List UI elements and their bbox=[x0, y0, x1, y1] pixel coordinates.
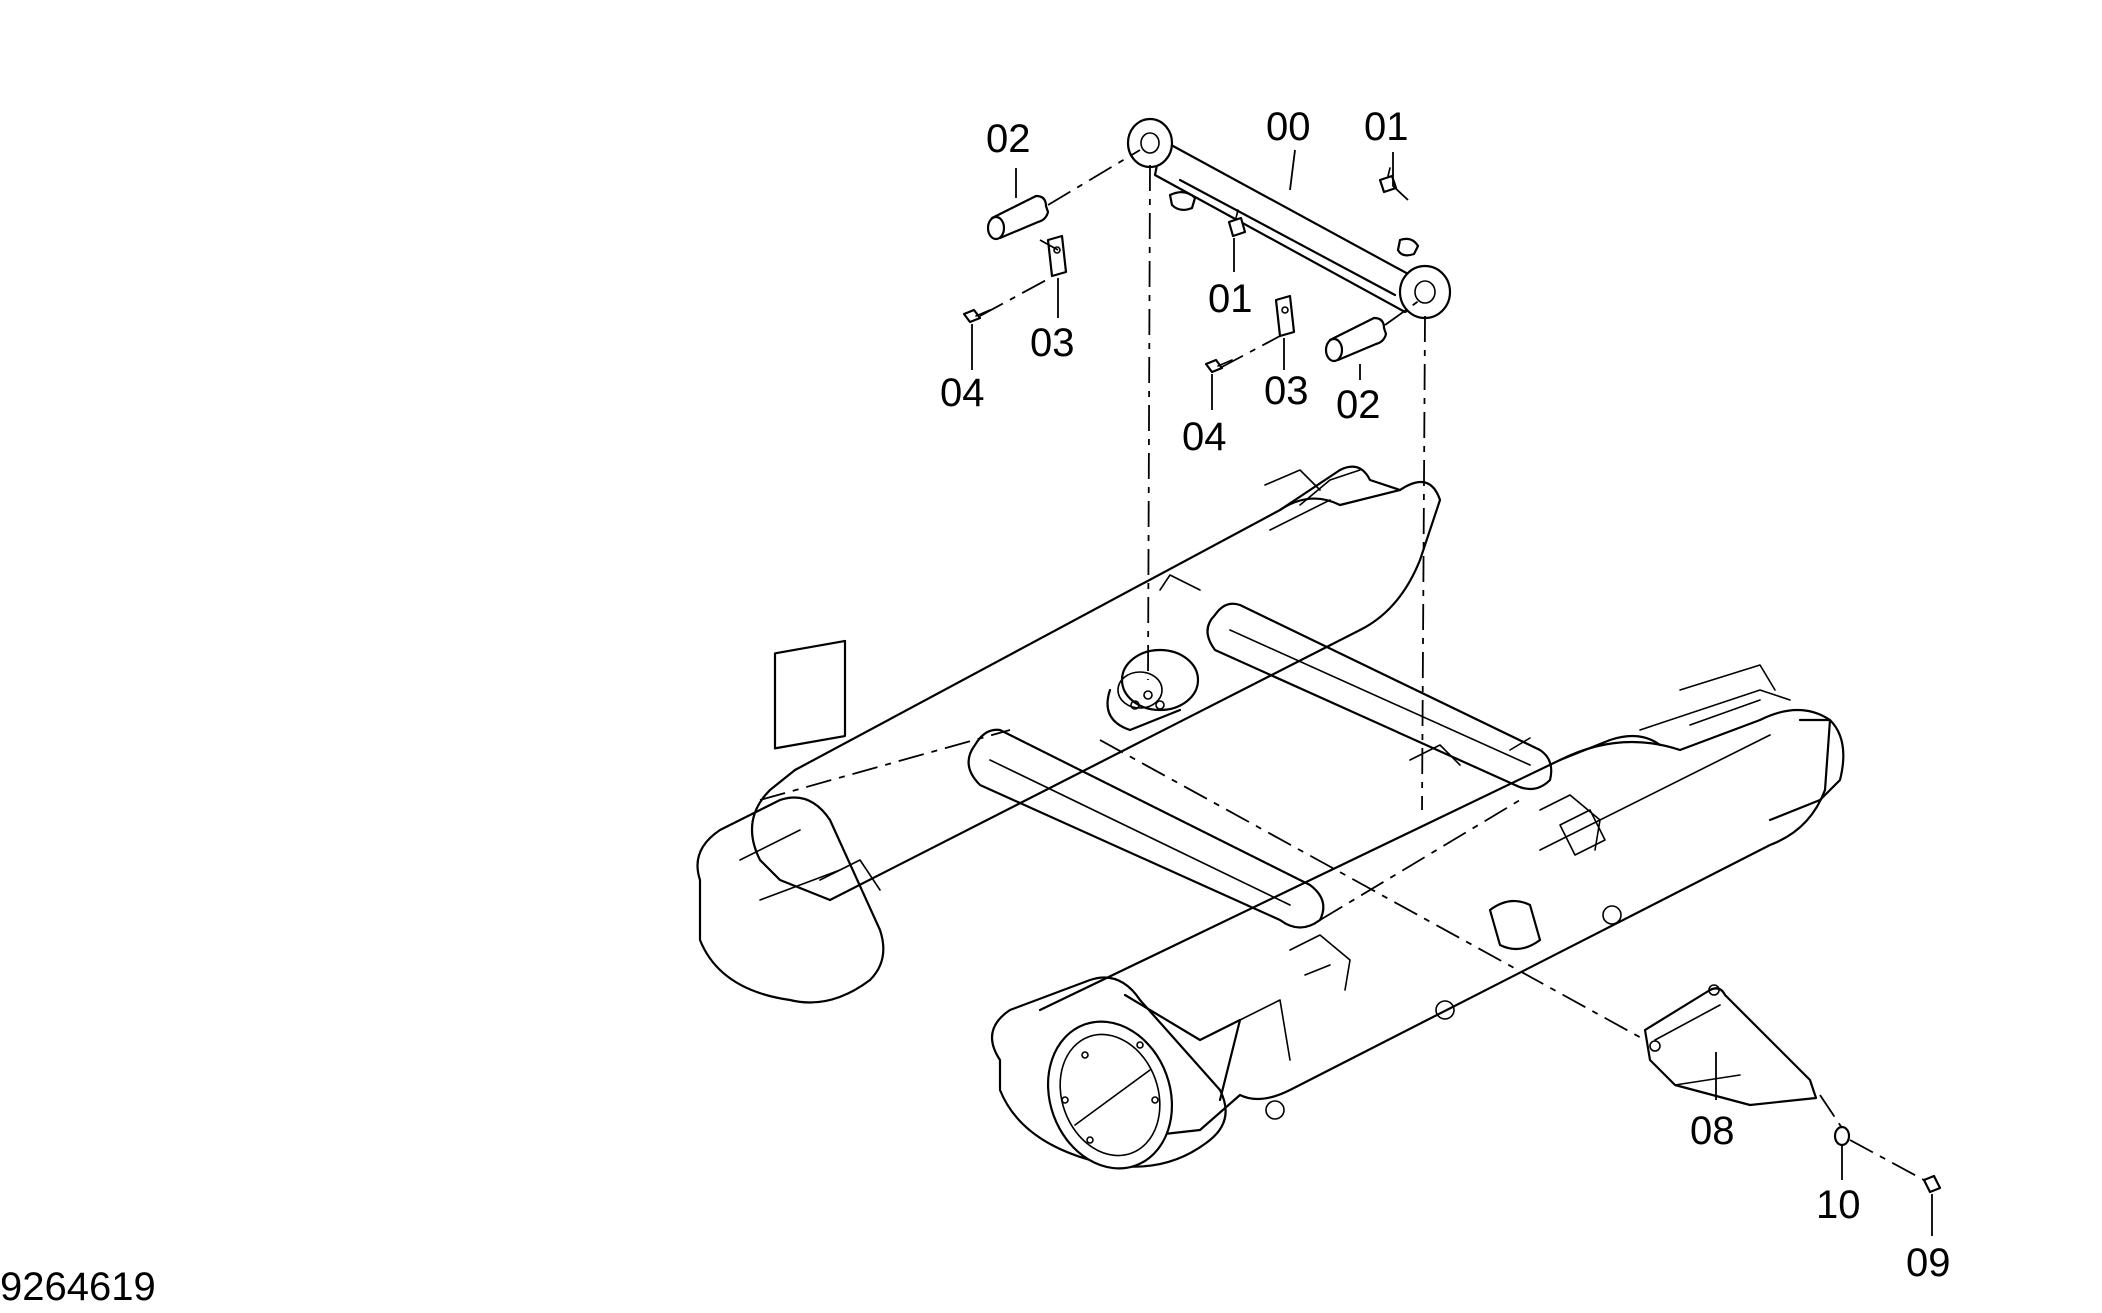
callout-02-lower: 02 bbox=[1336, 383, 1381, 427]
pin-02-upper bbox=[986, 194, 1050, 241]
callout-04-upper: 04 bbox=[940, 371, 985, 415]
grease-fitting-01-center bbox=[1227, 209, 1247, 238]
drawing-number: 9264619 bbox=[0, 1265, 156, 1309]
callout-00: 00 bbox=[1266, 105, 1311, 149]
bolt-04-lower bbox=[1204, 358, 1233, 374]
callout-08: 08 bbox=[1690, 1109, 1735, 1153]
callout-04-lower: 04 bbox=[1182, 415, 1227, 459]
callout-09: 09 bbox=[1906, 1241, 1951, 1285]
callout-02-upper: 02 bbox=[986, 117, 1031, 161]
callout-03-upper: 03 bbox=[1030, 321, 1075, 365]
leader-lines bbox=[971, 149, 1933, 1236]
callout-labels: 00 01 01 02 02 03 03 04 04 08 10 09 bbox=[940, 105, 1951, 1285]
callout-03-lower: 03 bbox=[1264, 369, 1309, 413]
assembly-lines bbox=[759, 149, 1925, 1181]
pin-02-lower bbox=[1324, 316, 1388, 363]
washer-10 bbox=[1833, 1125, 1851, 1147]
callout-01-upper: 01 bbox=[1364, 105, 1409, 149]
lock-plate-03-lower bbox=[1274, 294, 1296, 338]
guard-plate-08 bbox=[1643, 984, 1818, 1107]
track-adjuster-cylinder bbox=[1126, 117, 1452, 320]
bolt-09 bbox=[1922, 1174, 1942, 1194]
lock-plate-03-upper bbox=[1046, 234, 1068, 278]
callout-01-center: 01 bbox=[1208, 277, 1253, 321]
callout-10: 10 bbox=[1816, 1183, 1861, 1227]
